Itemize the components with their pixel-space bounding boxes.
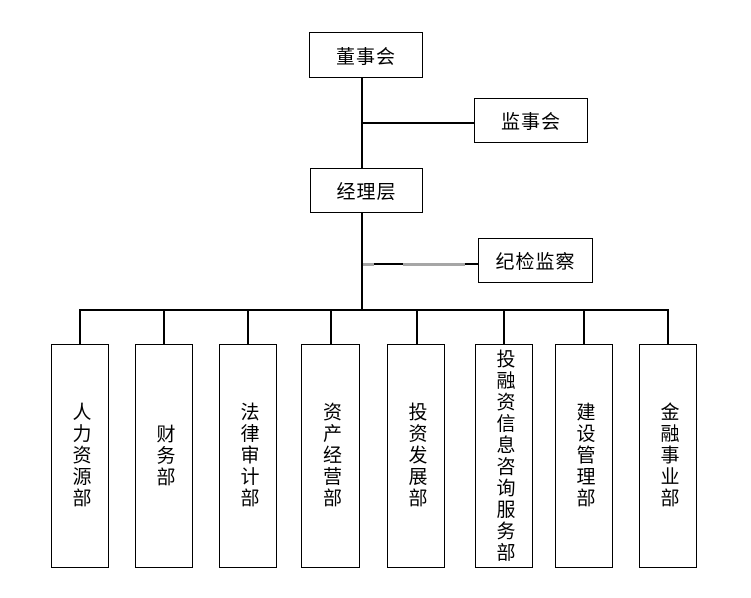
connector-drop-dept-6	[503, 309, 505, 345]
dept-label: 人力资源部	[69, 402, 91, 510]
dept-label: 资产经营部	[320, 402, 341, 510]
connector-drop-dept-7	[583, 309, 585, 345]
dept-label: 金融事业部	[657, 402, 679, 510]
dept-label: 投资发展部	[405, 402, 427, 510]
node-discipline-inspection: 纪检监察	[478, 238, 593, 283]
node-supervisory-board: 监事会	[474, 98, 588, 143]
node-label: 监事会	[500, 112, 561, 133]
connector-distribution-bar	[80, 309, 669, 311]
dept-investment-development: 投资发展部	[387, 344, 445, 568]
connector-drop-dept-8	[667, 309, 669, 345]
connector-drop-dept-3	[247, 309, 249, 345]
dept-financial-business: 金融事业部	[639, 344, 697, 568]
dept-label: 财务部	[153, 423, 175, 489]
connector-management-to-bar	[361, 212, 363, 311]
node-board-of-directors: 董事会	[309, 32, 423, 78]
dept-construction-management: 建设管理部	[555, 344, 613, 568]
dept-legal-audit: 法律审计部	[219, 344, 277, 568]
connector-drop-dept-4	[330, 309, 332, 345]
dept-label: 建设管理部	[573, 402, 595, 510]
node-label: 董事会	[335, 46, 396, 68]
connector-drop-dept-2	[163, 309, 165, 345]
connector-to-supervisory	[361, 122, 474, 124]
connector-drop-dept-5	[416, 309, 418, 345]
dept-financing-info-consulting-service: 投融资信息咨询服务部	[475, 344, 533, 568]
connector-drop-dept-1	[79, 309, 81, 345]
node-label: 经理层	[336, 182, 397, 203]
dept-finance: 财务部	[135, 344, 193, 568]
connector-to-discipline-gray-segment	[363, 263, 374, 266]
dept-asset-operation: 资产经营部	[301, 344, 360, 568]
node-management-layer: 经理层	[310, 168, 423, 213]
connector-to-discipline-gray-segment	[403, 263, 465, 266]
dept-label: 法律审计部	[237, 402, 259, 510]
dept-human-resources: 人力资源部	[51, 344, 109, 568]
node-label: 纪检监察	[495, 252, 576, 273]
dept-label: 投融资信息咨询服务部	[493, 348, 515, 564]
